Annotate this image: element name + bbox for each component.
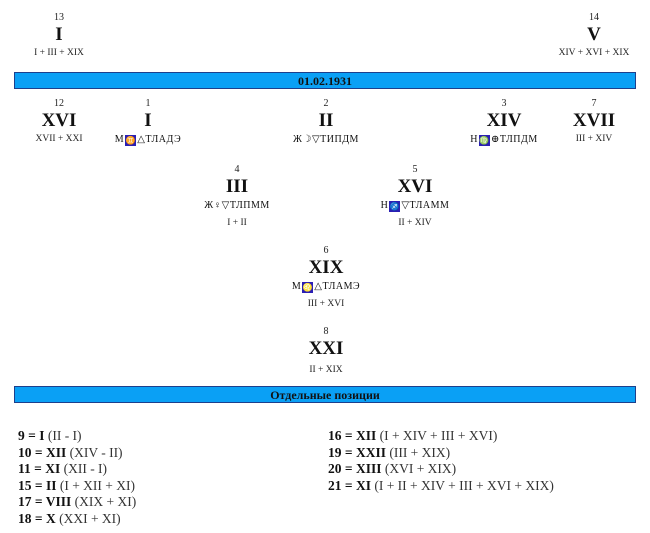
position-row: 20 = XIII (XVI + XIX) xyxy=(328,461,554,478)
node-5: 5 XVI Н♐▽ТЛАММ II + XIV xyxy=(360,164,470,229)
node-roman: XIV xyxy=(486,110,522,131)
position-formula: (II - I) xyxy=(47,428,82,443)
date-bar: 01.02.1931 xyxy=(14,72,636,89)
position-value: 11 = XI xyxy=(18,461,61,476)
position-row: 9 = I (II - I) xyxy=(18,428,136,445)
node-code: Н♍⊕ТЛПДМ xyxy=(470,134,538,146)
node-formula: XIV + XVI + XIX xyxy=(558,48,630,58)
node-formula: III + XVI xyxy=(307,299,345,309)
sagittarius-icon: ♐ xyxy=(389,201,401,212)
node-2: 2 II Ж☽▽ТИПДМ xyxy=(271,98,381,146)
node-roman: I xyxy=(144,110,152,131)
node-number: 13 xyxy=(54,12,64,23)
position-value: 17 = VIII xyxy=(18,494,72,509)
position-formula: (XXI + XI) xyxy=(59,510,121,526)
position-formula: (XII - I) xyxy=(63,461,108,476)
gemini-icon: ♊ xyxy=(125,135,137,146)
node-3: 3 XIV Н♍⊕ТЛПДМ xyxy=(449,98,559,146)
position-formula: (I + XII + XI) xyxy=(59,477,136,493)
node-formula: I + III + XIX xyxy=(34,48,84,58)
node-roman: I xyxy=(55,24,63,45)
position-value: 20 = XIII xyxy=(328,461,382,476)
position-row: 19 = XXII (III + XIX) xyxy=(328,445,554,462)
node-4: 4 III Ж♀▽ТЛПММ I + II xyxy=(182,164,292,229)
position-formula: (I + XIV + III + XVI) xyxy=(379,428,498,443)
node-7: 7 XVII III + XIV xyxy=(539,98,649,145)
node-roman: XIX xyxy=(308,257,344,278)
position-row: 17 = VIII (XIX + XI) xyxy=(18,494,136,511)
position-value: 10 = XII xyxy=(18,444,67,460)
node-roman: XVII xyxy=(572,110,616,131)
position-value: 21 = XI xyxy=(328,477,371,493)
position-value: 15 = II xyxy=(18,477,57,493)
position-value: 16 = XII xyxy=(328,428,377,443)
position-formula: (XVI + XIX) xyxy=(384,461,457,476)
node-code: Н♐▽ТЛАММ xyxy=(380,200,450,212)
node-number: 5 xyxy=(412,164,418,175)
position-formula: (I + II + XIV + III + XVI + XIX) xyxy=(374,477,554,493)
position-formula: (XIV - II) xyxy=(69,444,123,460)
virgo-icon: ♍ xyxy=(479,135,490,146)
position-row: 10 = XII (XIV - II) xyxy=(18,445,136,462)
position-formula: (III + XIX) xyxy=(389,444,451,460)
position-row: 18 = X (XXI + XI) xyxy=(18,511,136,528)
node-number: 3 xyxy=(501,98,507,109)
position-value: 18 = X xyxy=(18,510,56,526)
node-roman: XVI xyxy=(397,176,433,197)
node-number: 8 xyxy=(323,326,329,337)
node-1: 1 I М♊△ТЛАДЭ xyxy=(93,98,203,146)
position-row: 16 = XII (I + XIV + III + XVI) xyxy=(328,428,554,445)
node-number: 12 xyxy=(54,98,64,109)
node-roman: XVI xyxy=(41,110,77,131)
node-13: 13 I I + III + XIX xyxy=(4,12,114,59)
node-12: 12 XVI XVII + XXI xyxy=(4,98,114,145)
position-row: 11 = XI (XII - I) xyxy=(18,461,136,478)
node-6: 6 XIX М♌△ТЛАМЭ III + XVI xyxy=(271,245,381,310)
node-code: М♊△ТЛАДЭ xyxy=(114,134,182,146)
node-14: 14 V XIV + XVI + XIX xyxy=(539,12,649,59)
node-roman: III xyxy=(225,176,249,197)
node-formula: XVII + XXI xyxy=(35,134,83,144)
node-roman: XXI xyxy=(308,338,344,359)
positions-bar: Отдельные позиции xyxy=(14,386,636,403)
position-value: 9 = I xyxy=(18,428,45,443)
position-row: 21 = XI (I + II + XIV + III + XVI + XIX) xyxy=(328,478,554,495)
position-value: 19 = XXII xyxy=(328,444,386,460)
node-number: 6 xyxy=(323,245,329,256)
node-number: 4 xyxy=(234,164,240,175)
node-number: 7 xyxy=(591,98,597,109)
positions-right: 16 = XII (I + XIV + III + XVI)19 = XXII … xyxy=(328,428,554,494)
leo-icon: ♌ xyxy=(302,282,314,293)
node-code: Ж♀▽ТЛПММ xyxy=(204,200,270,211)
node-formula: I + II xyxy=(227,218,247,228)
node-code: М♌△ТЛАМЭ xyxy=(291,281,361,293)
node-number: 2 xyxy=(323,98,329,109)
positions-left: 9 = I (II - I)10 = XII (XIV - II)11 = XI… xyxy=(18,428,136,527)
node-code: Ж☽▽ТИПДМ xyxy=(293,134,359,145)
node-8: 8 XXI II + XIX xyxy=(271,326,381,376)
node-formula: II + XIX xyxy=(309,365,343,375)
node-roman: II xyxy=(318,110,334,131)
node-roman: V xyxy=(587,24,601,45)
node-number: 14 xyxy=(589,12,599,23)
position-formula: (XIX + XI) xyxy=(74,494,137,509)
node-formula: III + XIV xyxy=(575,134,613,144)
position-row: 15 = II (I + XII + XI) xyxy=(18,478,136,495)
node-number: 1 xyxy=(145,98,151,109)
node-formula: II + XIV xyxy=(398,218,432,228)
